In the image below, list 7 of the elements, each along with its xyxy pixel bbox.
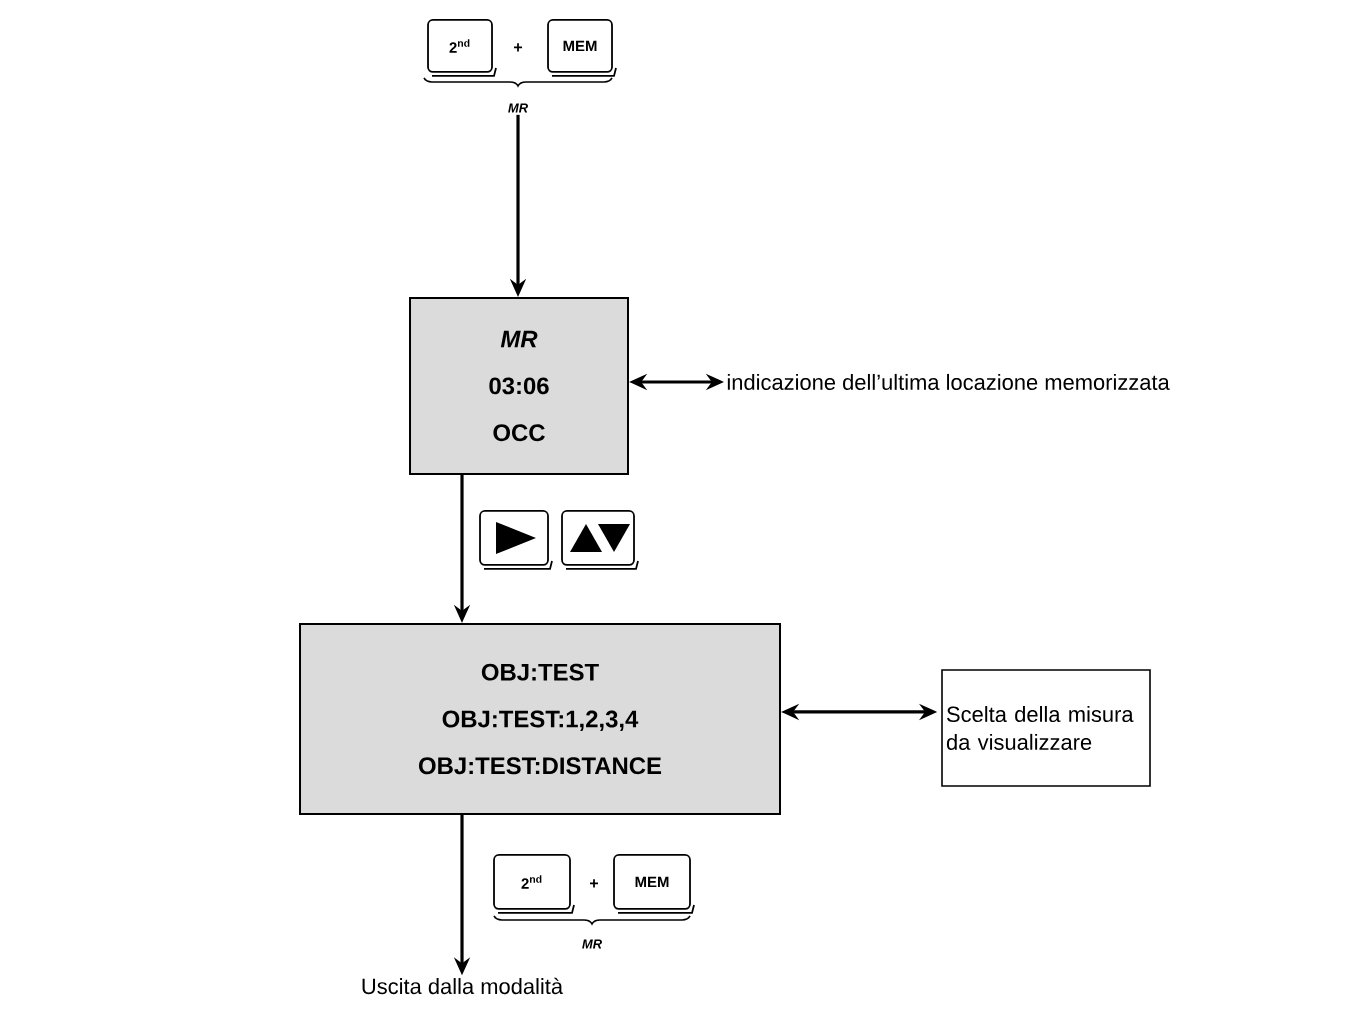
arrow-keys xyxy=(561,510,639,570)
display-box: OBJ:TEST OBJ:TEST:1,2,3,4 OBJ:TEST:DISTANCE xyxy=(299,622,781,815)
exit-text: Uscita dalla modalità xyxy=(362,977,564,995)
note-text: indicazione dell’ultima locazione memorizzata xyxy=(727,373,1170,391)
play-key xyxy=(479,510,553,570)
display-box: MR 03:06 OCC xyxy=(409,296,629,475)
note-box: Scelta della misura da visualizzare xyxy=(941,669,1151,787)
